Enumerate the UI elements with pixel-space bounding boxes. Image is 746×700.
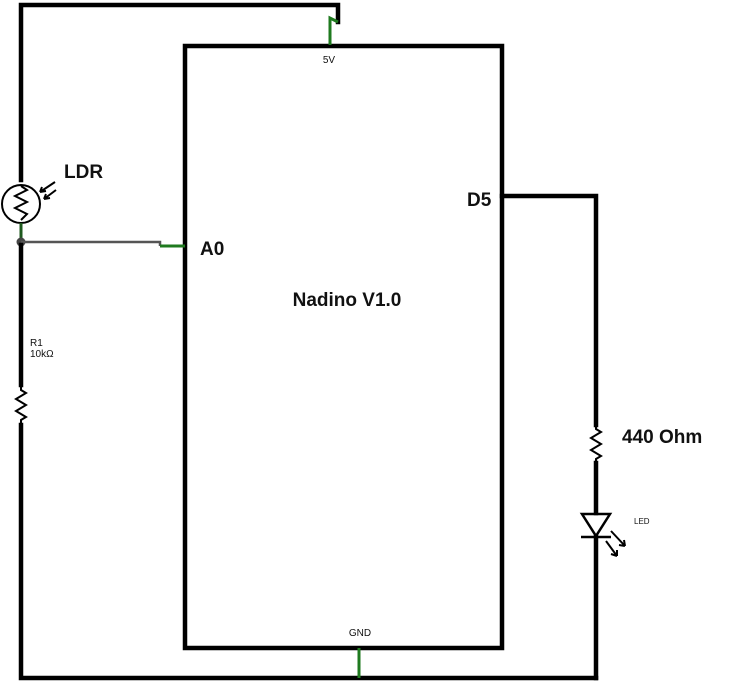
vcc-pin-lead [328, 15, 339, 45]
vcc-wire [18, 2, 341, 183]
pin-label-gnd: GND [349, 628, 371, 639]
pin-label-5v: 5V [323, 55, 336, 66]
r1-value: 10kΩ [30, 349, 54, 360]
board-title: Nadino V1.0 [293, 290, 402, 311]
r2-value: 440 Ohm [622, 427, 702, 448]
r1-resistor-symbol [14, 385, 28, 425]
d5-wire [499, 193, 599, 428]
pin-label-d5: D5 [467, 190, 492, 211]
led-symbol [579, 512, 626, 557]
r2-resistor-symbol [589, 425, 603, 463]
gnd-wire [18, 422, 599, 681]
ldr-symbol [1, 181, 57, 224]
a0-signal-wire [21, 240, 162, 246]
r1-name: R1 [30, 338, 43, 349]
board-outline [182, 43, 505, 651]
led-label: LED [634, 517, 650, 526]
pin-label-a0: A0 [200, 239, 224, 260]
ldr-label: LDR [64, 162, 103, 183]
